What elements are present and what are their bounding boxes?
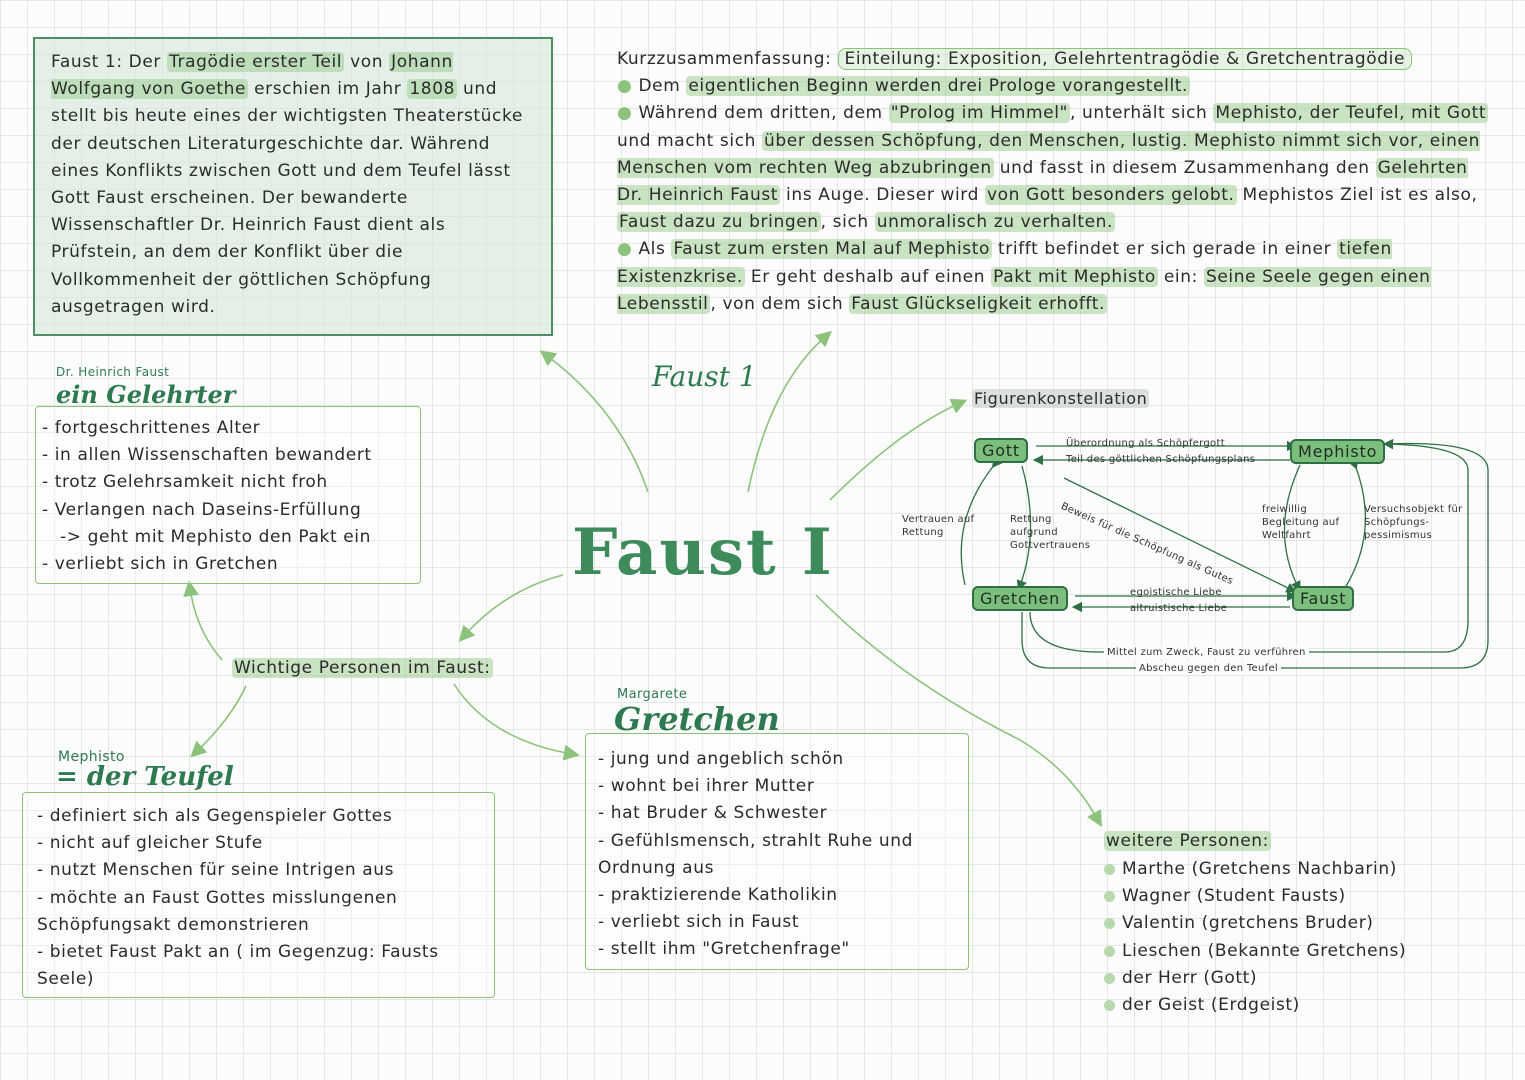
gretchen-box: - jung und angeblich schön - wohnt bei i… [585,733,969,970]
node-faust: Faust [1292,586,1355,611]
list-item: - nutzt Menschen für seine Intrigen aus [37,860,395,881]
list-item: - möchte an Faust Gottes misslungenen Sc… [37,887,398,935]
others-list: Marthe (Gretchens Nachbarin) Wagner (Stu… [1104,856,1406,1019]
list-item: - verliebt sich in Faust [598,912,800,933]
summary-bullet-1: ● Dem eigentlichen Beginn werden drei Pr… [617,76,1191,97]
intro-text: und stellt bis heute eines der wichtigst… [51,79,523,317]
intro-box: Faust 1: Der Tragödie erster Teil von Jo… [33,37,553,336]
mephisto-name: Mephisto [58,749,125,765]
edge-label: Vertrauen auf Rettung [902,514,975,538]
summary-bullet-3: ● Als Faust zum ersten Mal auf Mephisto … [617,239,1431,314]
summary-bullet-2: ● Während dem dritten, dem "Prolog im Hi… [617,103,1489,233]
edge-label: Mittel zum Zweck, Faust zu verführen [1104,646,1309,659]
node-gott: Gott [974,438,1028,463]
edge-label: freiwillig Begleitung auf Weltfahrt [1262,504,1340,541]
list-item: - definiert sich als Gegenspieler Gottes [37,806,393,826]
mephisto-box: - definiert sich als Gegenspieler Gottes… [22,792,495,998]
list-item: - stellt ihm "Gretchenfrage" [598,939,850,960]
mephisto-list: - definiert sich als Gegenspieler Gottes… [37,803,480,993]
arrow-to-faust [183,580,223,661]
list-item: Lieschen (Bekannte Gretchens) [1104,938,1406,965]
center-title: Faust I [572,515,834,590]
arrow-to-intro [539,350,649,493]
node-mephisto: Mephisto [1290,439,1386,464]
edge-label: Abscheu gegen den Teufel [1136,662,1281,675]
arrow-to-gretchen [453,683,580,761]
list-item: Valentin (gretchens Bruder) [1104,910,1406,937]
intro-text: von [344,52,390,72]
list-item: - jung und angeblich schön [598,749,844,769]
edge-label: Teil des göttlichen Schöpfungsplans [1066,454,1256,465]
mephisto-role: = der Teufel [56,762,234,792]
arrow-to-mephisto [190,685,247,758]
edge-label: Versuchsobjekt für Schöpfungs-pessimismu… [1364,504,1463,541]
list-item: der Geist (Erdgeist) [1104,992,1406,1019]
summary-block: Kurzzusammenfassung: Einteilung: Exposit… [617,46,1497,318]
list-item: der Herr (Gott) [1104,965,1406,992]
gretchen-list: - jung und angeblich schön - wohnt bei i… [598,746,956,964]
list-item: - verliebt sich in Gretchen [42,554,279,575]
center-subtitle: Faust 1 [652,360,757,393]
arrow-to-summary [747,330,833,493]
others-label: weitere Personen: [1104,831,1271,851]
list-item: - Verlangen nach Daseins-Erfüllung [42,499,362,520]
intro-highlight: 1808 [407,79,458,100]
list-item: - praktizierende Katholikin [598,885,838,906]
constellation-label: Figurenkonstellation [972,389,1150,408]
intro-text: Faust 1: Der [51,52,168,72]
list-item: - in allen Wissenschaften bewandert [42,445,372,466]
gretchen-role: Gretchen [614,700,780,738]
list-item: -> geht mit Mephisto den Pakt ein [42,526,371,547]
list-item: - wohnt bei ihrer Mutter [598,776,815,797]
list-item: - Gefühlsmensch, strahlt Ruhe und Ordnun… [598,830,913,878]
gretchen-name: Margarete [617,687,688,702]
arrow-to-people [458,574,564,642]
list-item: - trotz Gelehrsamkeit nicht froh [42,472,328,493]
edge-label: Rettung aufgrund Gottvertrauens [1010,514,1091,551]
intro-highlight: Tragödie erster Teil [167,52,345,72]
list-item: Marthe (Gretchens Nachbarin) [1104,856,1406,883]
faust-list: - fortgeschrittenes Alter - in allen Wis… [42,415,414,578]
edge-label: altruistische Liebe [1130,603,1228,614]
arrow-to-constellation [829,398,968,501]
list-item: Wagner (Student Fausts) [1104,883,1406,910]
edge-label: Überordnung als Schöpfergott [1066,438,1225,449]
faust-name: Dr. Heinrich Faust [56,365,170,379]
faust-box: - fortgeschrittenes Alter - in allen Wis… [35,406,421,584]
edge-label: egoistische Liebe [1130,587,1222,598]
list-item: - bietet Faust Pakt an ( im Gegenzug: Fa… [37,942,439,990]
list-item: - hat Bruder & Schwester [598,803,828,824]
list-item: - fortgeschrittenes Alter [42,418,261,438]
summary-einteilung: Einteilung: Exposition, Gelehrtentragödi… [837,48,1413,70]
list-item: - nicht auf gleicher Stufe [37,833,263,854]
people-label: Wichtige Personen im Faust: [232,658,493,678]
arrow-to-others [815,594,1102,827]
node-gretchen: Gretchen [972,586,1069,611]
summary-label: Kurzzusammenfassung: [617,49,832,69]
intro-text: erschien im Jahr [248,79,408,100]
faust-role: ein Gelehrter [56,380,236,409]
